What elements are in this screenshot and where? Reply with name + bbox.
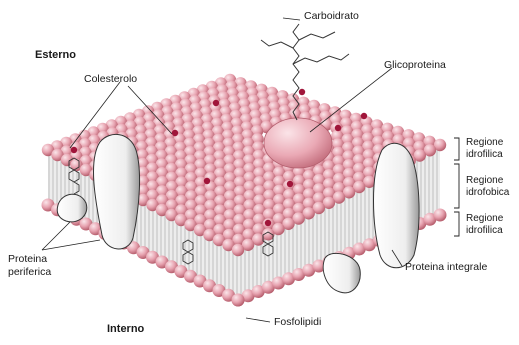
region-label-2: Regione idrofobica <box>466 175 509 198</box>
label-proteina-periferica-1: Proteina <box>8 253 47 265</box>
glycoprotein-sphere <box>264 118 332 168</box>
peripheral-protein-bottom <box>323 253 360 293</box>
bracket-3 <box>454 212 459 236</box>
integral-protein-right <box>374 143 420 267</box>
cholesterol-dot <box>204 178 210 184</box>
cholesterol-dot <box>361 113 367 119</box>
cholesterol-dot <box>335 125 341 131</box>
cholesterol-dot <box>287 181 293 187</box>
label-glicoproteina: Glicoproteina <box>384 59 446 71</box>
peripheral-protein-left <box>57 194 87 222</box>
region-label-1: Regione idrofilica <box>466 137 503 160</box>
cholesterol-dot <box>265 220 271 226</box>
cholesterol-dot <box>299 89 305 95</box>
bracket-1 <box>454 138 459 160</box>
label-proteina-periferica-2: periferica <box>8 266 51 278</box>
bracket-2 <box>454 164 459 208</box>
label-fosfolipidi: Fosfolipidi <box>274 316 321 328</box>
label-carboidrato: Carboidrato <box>304 10 359 22</box>
leader-fosfolipidi <box>246 318 270 322</box>
cholesterol-dot <box>213 100 219 106</box>
phospholipid-head <box>434 209 447 222</box>
label-esterno: Esterno <box>35 49 76 61</box>
label-proteina-integrale: Proteina integrale <box>405 261 487 273</box>
label-colesterolo: Colesterolo <box>84 73 137 85</box>
cholesterol-dot <box>172 130 178 136</box>
cholesterol-dot <box>71 147 77 153</box>
leader-carboidrato <box>283 18 300 20</box>
phospholipid-head <box>232 294 245 307</box>
region-label-3: Regione idrofilica <box>466 213 503 236</box>
label-interno: Interno <box>107 323 144 335</box>
phospholipid-head <box>232 244 244 256</box>
